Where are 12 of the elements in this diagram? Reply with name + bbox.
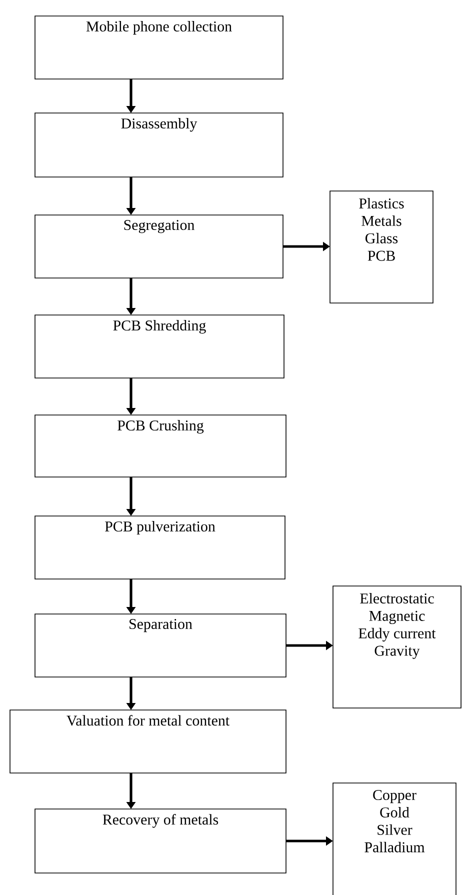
process-box: PCB Shredding <box>34 314 284 378</box>
output-list-box: Electrostatic Magnetic Eddy current Gravity <box>332 586 462 708</box>
process-box: Mobile phone collection <box>34 16 284 80</box>
process-box: PCB Crushing <box>34 414 286 478</box>
process-box: Separation <box>34 614 286 678</box>
process-box: Segregation <box>34 214 284 278</box>
process-box: Recovery of metals <box>34 808 286 874</box>
output-list-box: Copper Gold Silver Palladium <box>332 782 456 895</box>
process-box: Disassembly <box>34 112 284 178</box>
output-list-box: Plastics Metals Glass PCB <box>330 190 434 304</box>
process-box: PCB pulverization <box>34 516 286 580</box>
process-box: Valuation for metal content <box>10 710 286 774</box>
